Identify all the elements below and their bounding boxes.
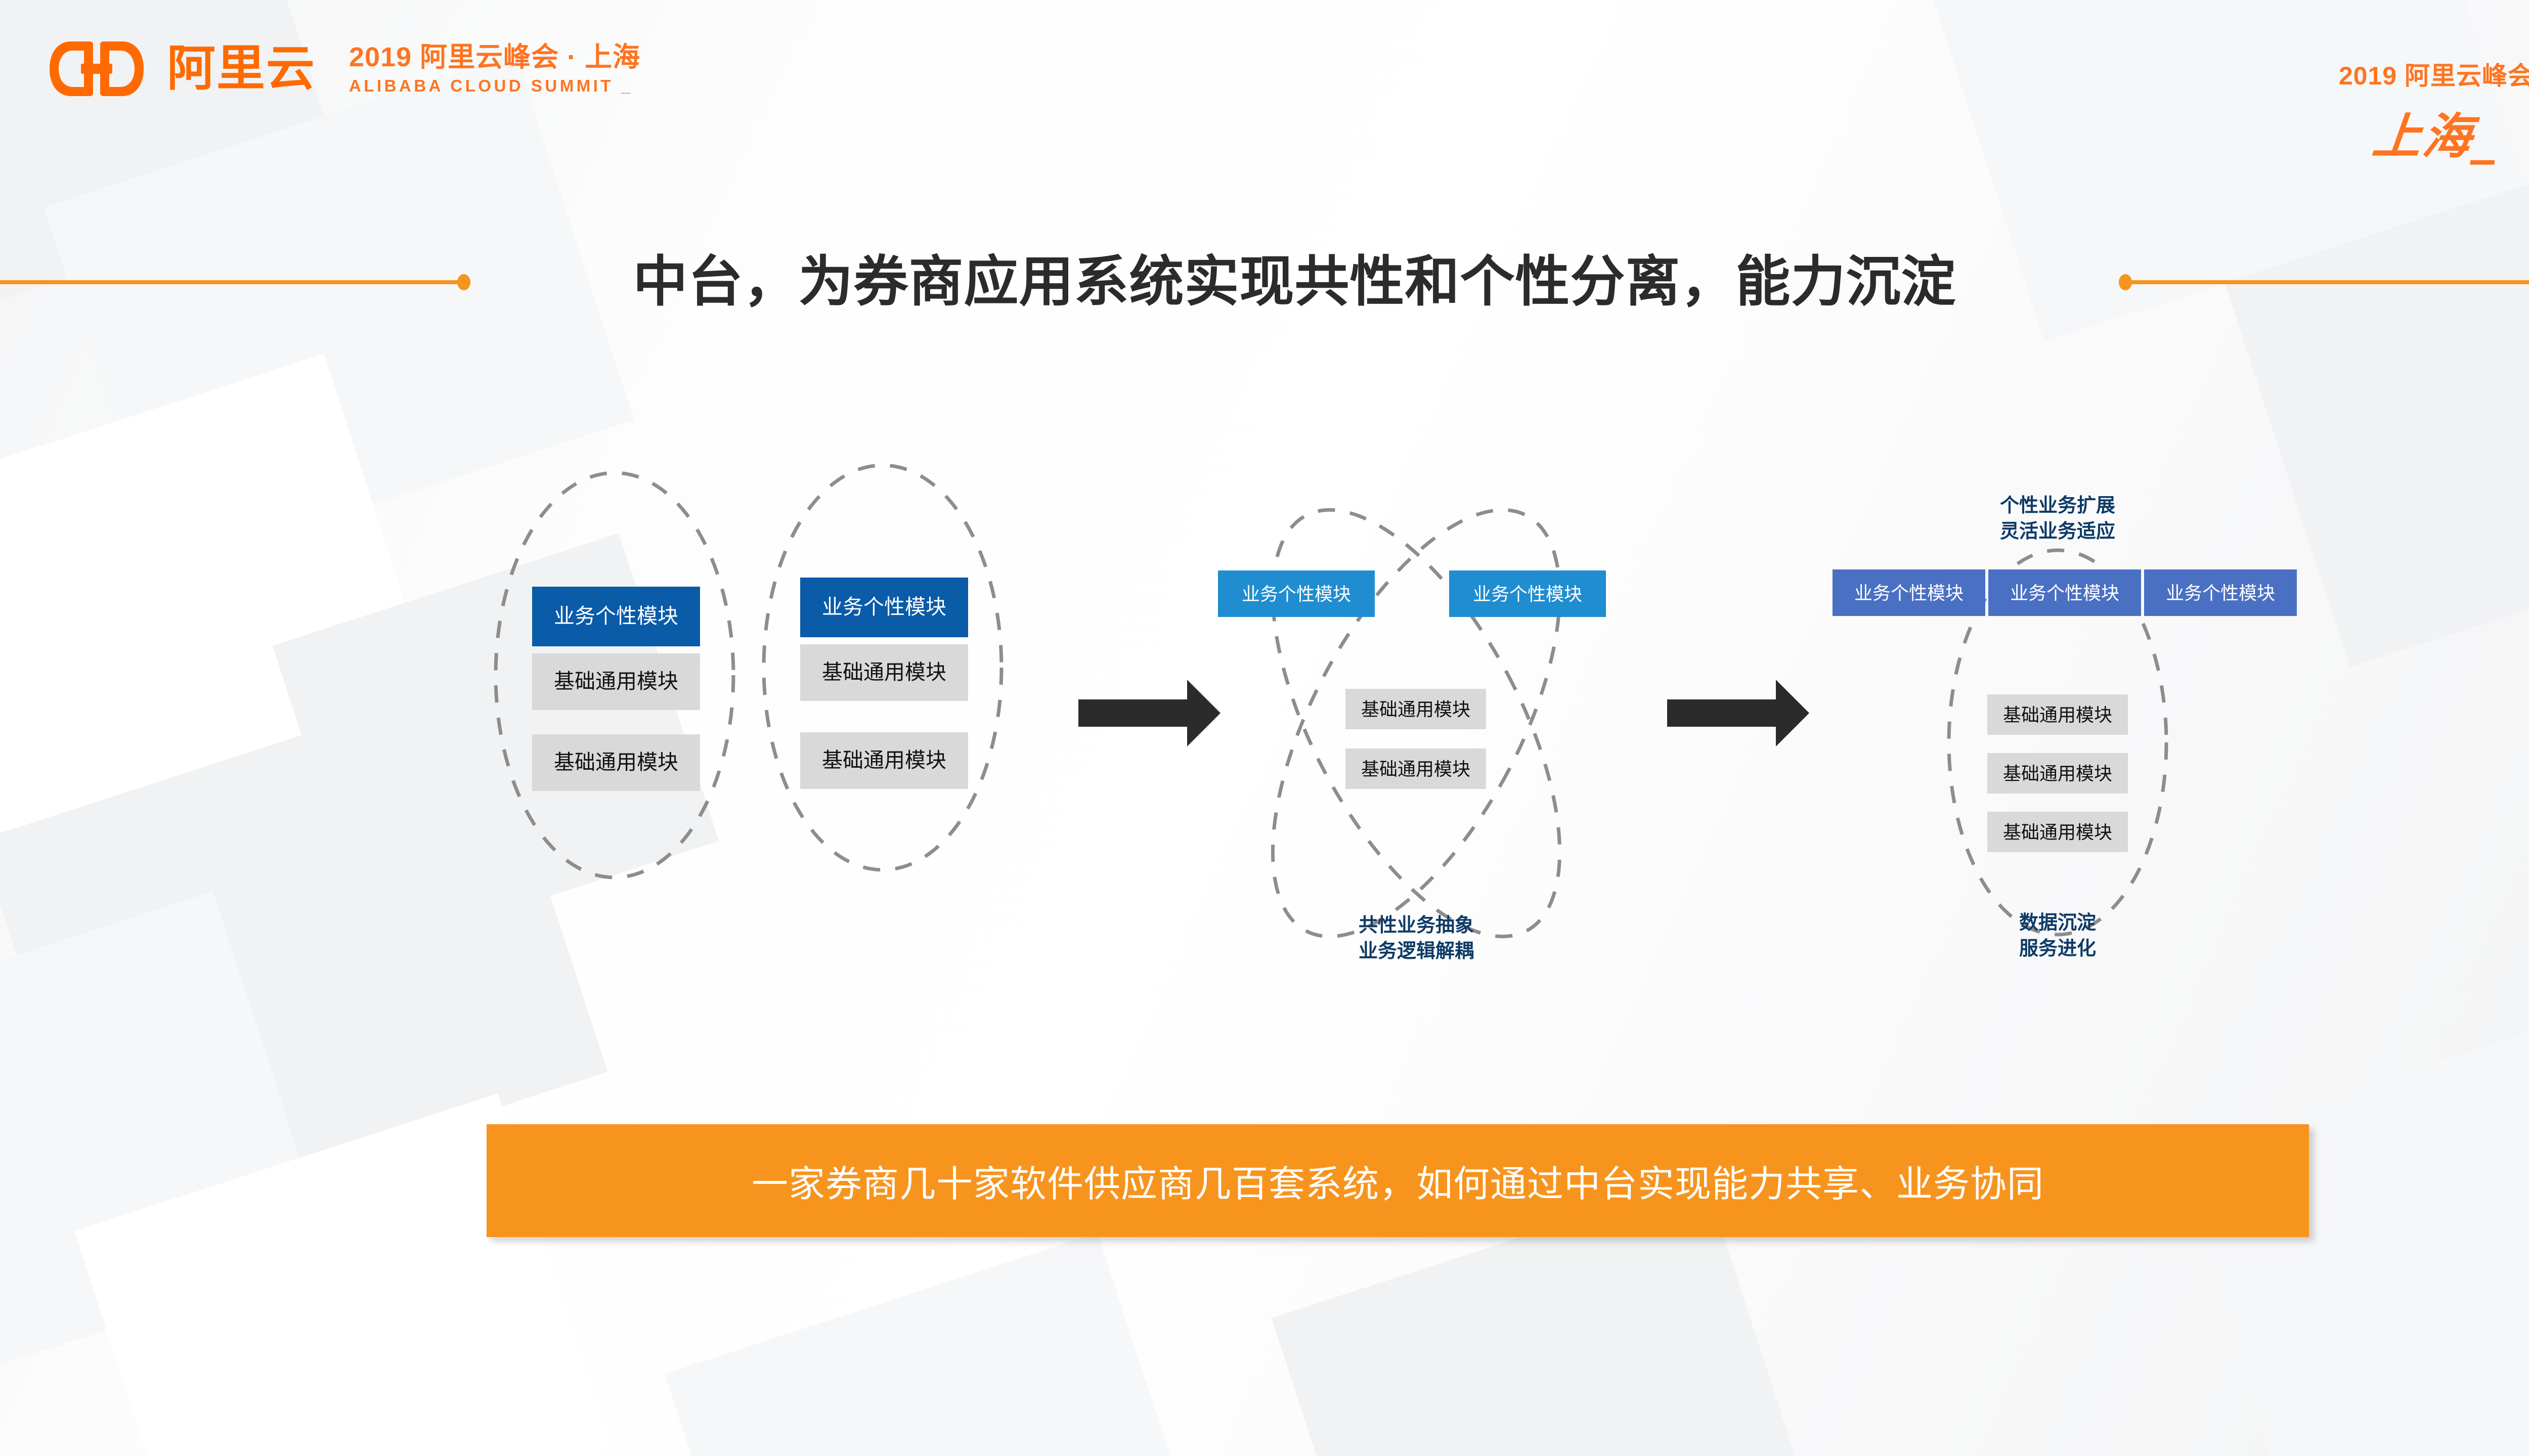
page-title: 中台，为券商应用系统实现共性和个性分离，能力沉淀: [633, 251, 1956, 312]
alibaba-cloud-logo-icon: [49, 39, 145, 98]
summit-title-cn: 2019 阿里云峰会 · 上海: [349, 42, 641, 73]
corner-brand-lockup: 2019 阿里云峰会 上海_: [2339, 56, 2529, 167]
rule-dot-right: [2119, 274, 2132, 290]
rule-dot-left: [457, 274, 470, 290]
corner-city-brush: 上海_: [2370, 108, 2502, 165]
title-rule-left: [0, 274, 470, 290]
summary-banner-text: 一家券商几十家软件供应商几百套系统，如何通过中台实现能力共享、业务协同: [751, 1164, 2044, 1205]
summit-lockup: 2019 阿里云峰会 · 上海 ALIBABA CLOUD SUMMIT _: [349, 42, 640, 95]
brand-lockup: 阿里云 2019 阿里云峰会 · 上海 ALIBABA CLOUD SUMMIT…: [49, 39, 640, 98]
summit-title-en: ALIBABA CLOUD SUMMIT _: [349, 76, 633, 95]
corner-summit-title: 2019 阿里云峰会: [2338, 62, 2529, 90]
title-rule-right: [2119, 274, 2529, 290]
summary-banner: 一家券商几十家软件供应商几百套系统，如何通过中台实现能力共享、业务协同: [487, 1124, 2309, 1237]
brand-wordmark: 阿里云: [167, 41, 316, 96]
